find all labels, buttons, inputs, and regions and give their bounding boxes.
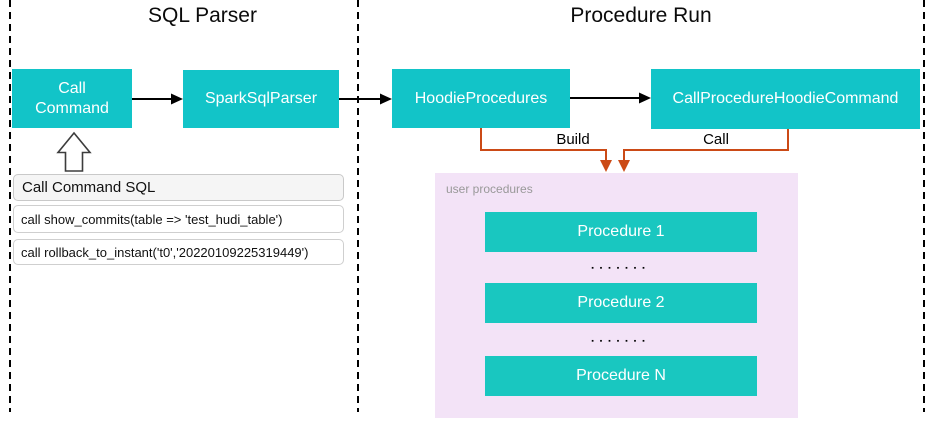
dashed-separator-middle xyxy=(357,0,359,412)
sql-row-text: call rollback_to_instant('t0','202201092… xyxy=(21,244,309,260)
dots-text: ▪▪▪▪▪▪▪ xyxy=(591,338,651,345)
user-procedures-label: user procedures xyxy=(446,182,533,196)
dots-separator: ▪▪▪▪▪▪▪ xyxy=(485,334,757,350)
dashed-separator-left xyxy=(9,0,11,412)
block-up-arrow-icon xyxy=(56,131,92,172)
section-title-procedure-run: Procedure Run xyxy=(570,4,712,27)
procedure-label: Procedure N xyxy=(576,367,666,384)
procedure-box-n: Procedure N xyxy=(485,356,757,396)
arrow-call-command-to-sparksqlparser xyxy=(132,93,183,105)
sql-panel-title: Call Command SQL xyxy=(22,179,156,196)
procedure-box-2: Procedure 2 xyxy=(485,283,757,323)
edge-label-build: Build xyxy=(556,131,590,148)
dashed-separator-right xyxy=(923,0,925,412)
dots-text: ▪▪▪▪▪▪▪ xyxy=(591,265,651,272)
node-hoodie-procedures-label: HoodieProcedures xyxy=(414,89,548,107)
sql-row-text: call show_commits(table => 'test_hudi_ta… xyxy=(21,211,283,227)
edge-label-call: Call xyxy=(703,131,729,148)
dots-separator: ▪▪▪▪▪▪▪ xyxy=(485,261,757,277)
procedure-label: Procedure 2 xyxy=(577,294,665,311)
sql-row-show-commits: call show_commits(table => 'test_hudi_ta… xyxy=(13,205,344,233)
procedure-box-1: Procedure 1 xyxy=(485,212,757,252)
node-call-command-label: Call Command xyxy=(35,79,109,117)
sql-row-rollback: call rollback_to_instant('t0','202201092… xyxy=(13,239,344,265)
arrow-hoodieprocedures-to-callprocedure xyxy=(570,92,651,104)
node-spark-sql-parser-label: SparkSqlParser xyxy=(204,90,318,107)
procedure-label: Procedure 1 xyxy=(577,223,665,240)
node-call-procedure-hoodie-command-label: CallProcedureHoodieCommand xyxy=(672,90,899,107)
sql-panel-header: Call Command SQL xyxy=(13,174,344,201)
node-spark-sql-parser: SparkSqlParser xyxy=(183,70,339,128)
node-call-procedure-hoodie-command: CallProcedureHoodieCommand xyxy=(651,69,920,129)
user-procedures-group: user procedures Procedure 1 ▪▪▪▪▪▪▪ Proc… xyxy=(435,173,798,418)
node-hoodie-procedures: HoodieProcedures xyxy=(392,69,570,128)
arrow-sparksqlparser-to-hoodieprocedures xyxy=(339,93,392,105)
node-call-command: Call Command xyxy=(12,69,132,128)
section-title-sql-parser: SQL Parser xyxy=(148,4,257,27)
